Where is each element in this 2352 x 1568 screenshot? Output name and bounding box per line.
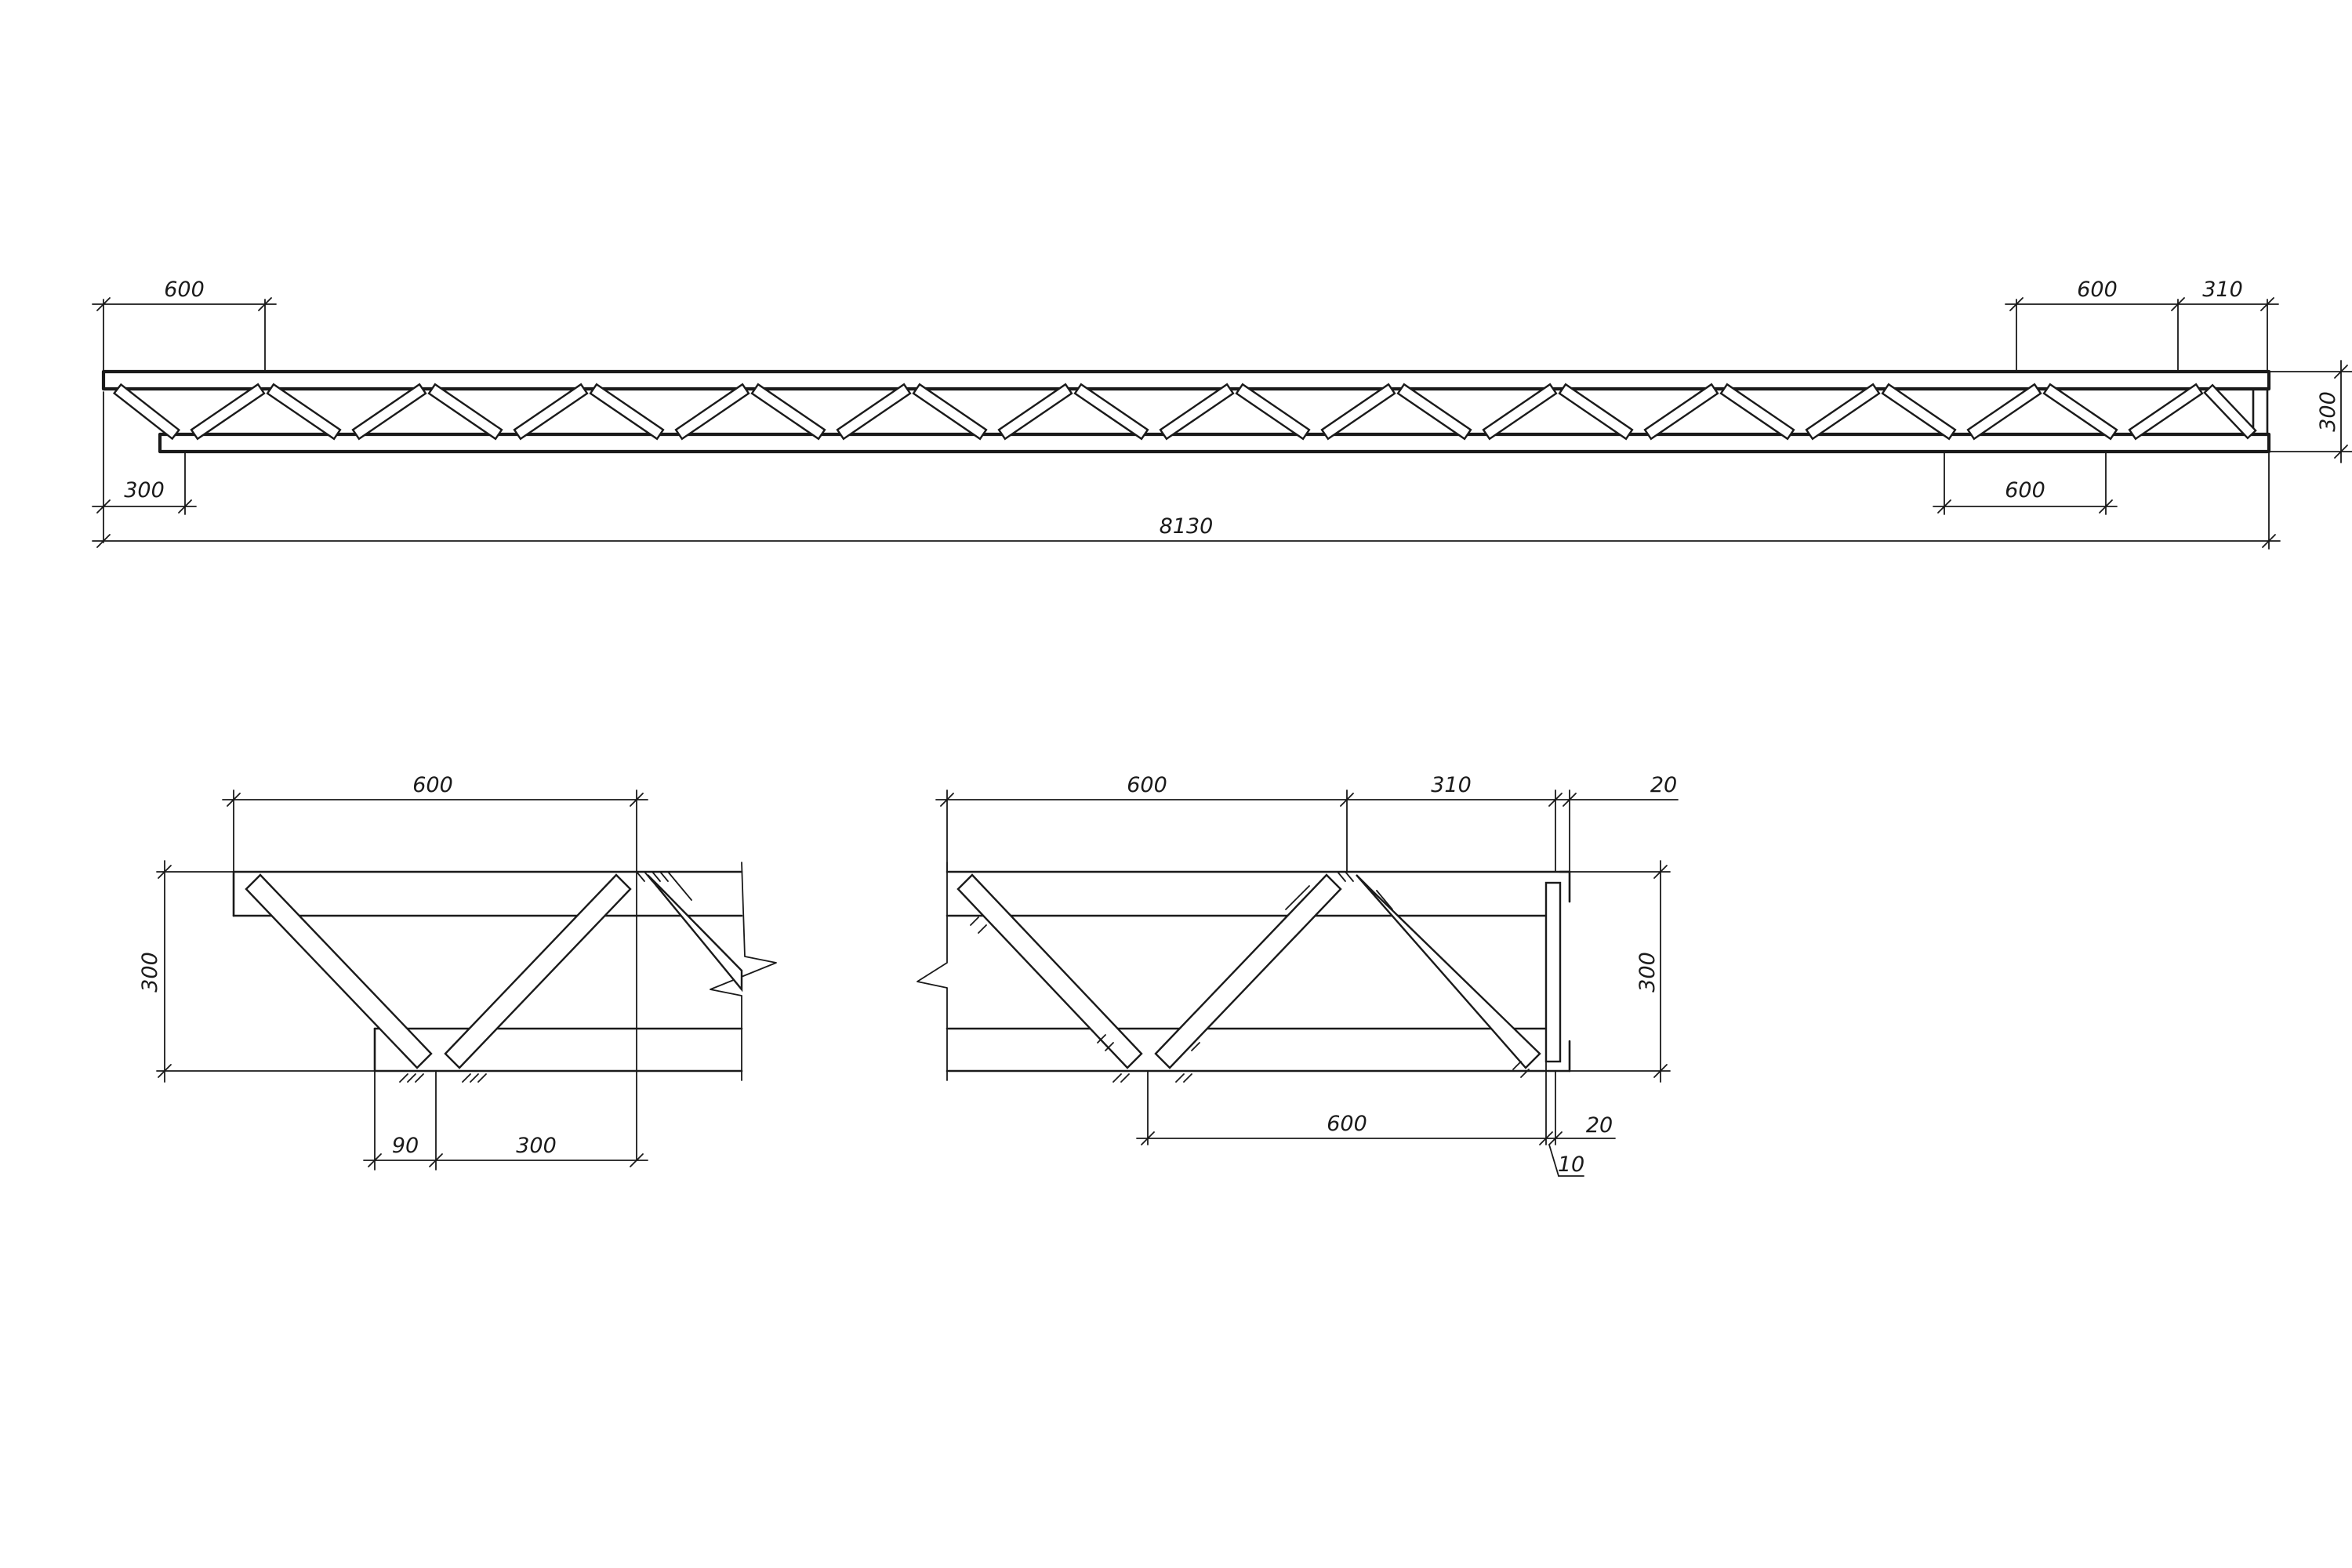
web-member <box>1966 383 2042 441</box>
dim-text: 310 <box>1431 773 1472 797</box>
dim-text: 600 <box>1327 1112 1367 1136</box>
detail-right-dimensions: 600 310 20 300 600 20 10 <box>935 773 1679 1177</box>
web-member <box>912 383 988 441</box>
web-member <box>112 383 181 441</box>
web-member <box>1719 383 1795 441</box>
web-member <box>1805 383 1881 441</box>
web-members <box>112 383 2257 441</box>
web-member <box>266 383 342 441</box>
web-member <box>997 383 1073 441</box>
web-member <box>190 383 266 441</box>
dim-top-left: 600 <box>92 278 277 372</box>
dim-text: 10 <box>1558 1152 1584 1177</box>
dim-text: 300 <box>1635 952 1660 993</box>
web-member <box>1396 383 1472 441</box>
detail-left-end <box>232 862 777 1083</box>
web-member <box>1159 383 1235 441</box>
end-plate <box>1544 881 1562 1063</box>
web-member <box>836 383 912 441</box>
web-member <box>589 383 665 441</box>
web-members <box>956 873 1541 1069</box>
bottom-chord <box>158 432 2271 454</box>
web-member <box>351 383 427 441</box>
web-member <box>2042 383 2118 441</box>
dim-bottom-right: 600 <box>1933 452 2118 515</box>
dim-text: 310 <box>2202 278 2243 302</box>
dim-text: 600 <box>1127 773 1167 797</box>
web-member <box>1558 383 1634 441</box>
web-members <box>245 873 743 1069</box>
dim-text: 300 <box>138 952 162 993</box>
web-member <box>1881 383 1957 441</box>
web-member <box>674 383 750 441</box>
dim-text: 600 <box>2005 478 2045 503</box>
dim-text: 300 <box>124 478 165 503</box>
dim-text: 600 <box>2077 278 2118 302</box>
dim-text: 600 <box>412 773 453 797</box>
dim-text: 90 <box>392 1134 419 1158</box>
top-chord <box>101 369 2271 391</box>
dim-text: 600 <box>164 278 205 302</box>
end-post <box>2252 387 2269 436</box>
web-member <box>2128 383 2204 441</box>
detail-left-dimensions: 600 300 90 300 <box>138 773 648 1171</box>
dim-height: 300 <box>2268 360 2352 463</box>
web-member <box>1235 383 1311 441</box>
web-member <box>1320 383 1396 441</box>
dim-overall: 8130 <box>92 452 2281 550</box>
truss-elevation <box>101 369 2271 454</box>
web-member <box>1643 383 1719 441</box>
web-member <box>513 383 589 441</box>
web-member <box>2203 383 2257 440</box>
web-member <box>427 383 503 441</box>
web-member <box>1073 383 1149 441</box>
detail-right-end <box>916 862 1571 1083</box>
weld-marks <box>970 871 1530 1083</box>
dim-text: 8130 <box>1160 514 1214 539</box>
dim-top-right: 600 310 <box>2005 278 2279 372</box>
dim-text: 300 <box>2316 391 2340 432</box>
weld-marks <box>399 871 692 1083</box>
elevation-dimensions: 600 600 310 300 <box>92 278 2352 550</box>
web-member <box>750 383 826 441</box>
dim-bottom-left: 300 <box>92 391 197 543</box>
dim-text: 20 <box>1650 773 1677 797</box>
web-member <box>1482 383 1558 441</box>
dim-text: 20 <box>1586 1113 1613 1138</box>
dim-text: 300 <box>516 1134 557 1158</box>
